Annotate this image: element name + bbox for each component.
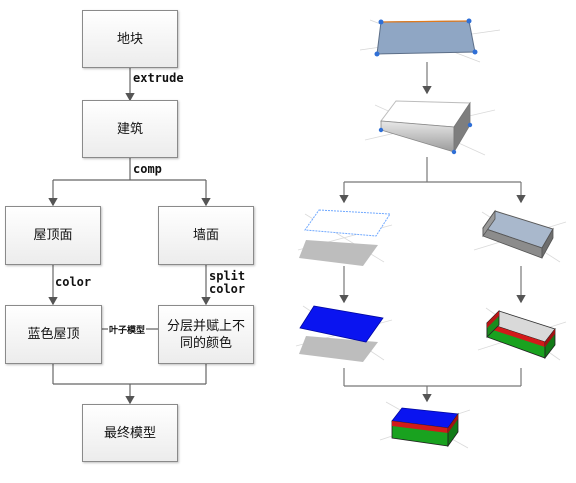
node-blue-roof: 蓝色屋顶 (5, 305, 102, 364)
node-building-label: 建筑 (116, 121, 143, 137)
node-building: 建筑 (82, 100, 178, 158)
node-roof: 屋顶面 (5, 206, 101, 265)
edge-label-split: split (209, 269, 246, 283)
edge-label-color: color (55, 275, 92, 289)
node-roof-label: 屋顶面 (33, 228, 73, 243)
edge-label-leaf-model: 叶子模型 (108, 323, 147, 336)
model-roof-face (297, 209, 393, 266)
flowchart-connectors (48, 68, 211, 405)
node-wall-colors: 分层并赋上不同的颜色 (158, 305, 254, 364)
node-wall-colors-label: 分层并赋上不同的颜色 (166, 318, 245, 351)
edge-label-split-color: color (209, 282, 246, 296)
model-blue-roof (295, 305, 393, 362)
node-blue-roof-label: 蓝色屋顶 (27, 327, 80, 342)
node-lot-label: 地块 (116, 31, 143, 47)
model-lot (359, 18, 501, 63)
node-final-label: 最终模型 (103, 425, 156, 441)
edge-label-extrude: extrude (133, 71, 184, 85)
model-colored-walls (477, 307, 567, 361)
model-connectors (339, 62, 526, 403)
model-building (364, 100, 496, 156)
node-wall: 墙面 (158, 206, 254, 265)
node-lot: 地块 (82, 10, 178, 68)
node-final: 最终模型 (82, 404, 178, 462)
node-wall-label: 墙面 (192, 228, 219, 243)
model-wall-face (473, 209, 567, 263)
model-final (379, 401, 471, 449)
edge-label-comp: comp (133, 162, 162, 176)
